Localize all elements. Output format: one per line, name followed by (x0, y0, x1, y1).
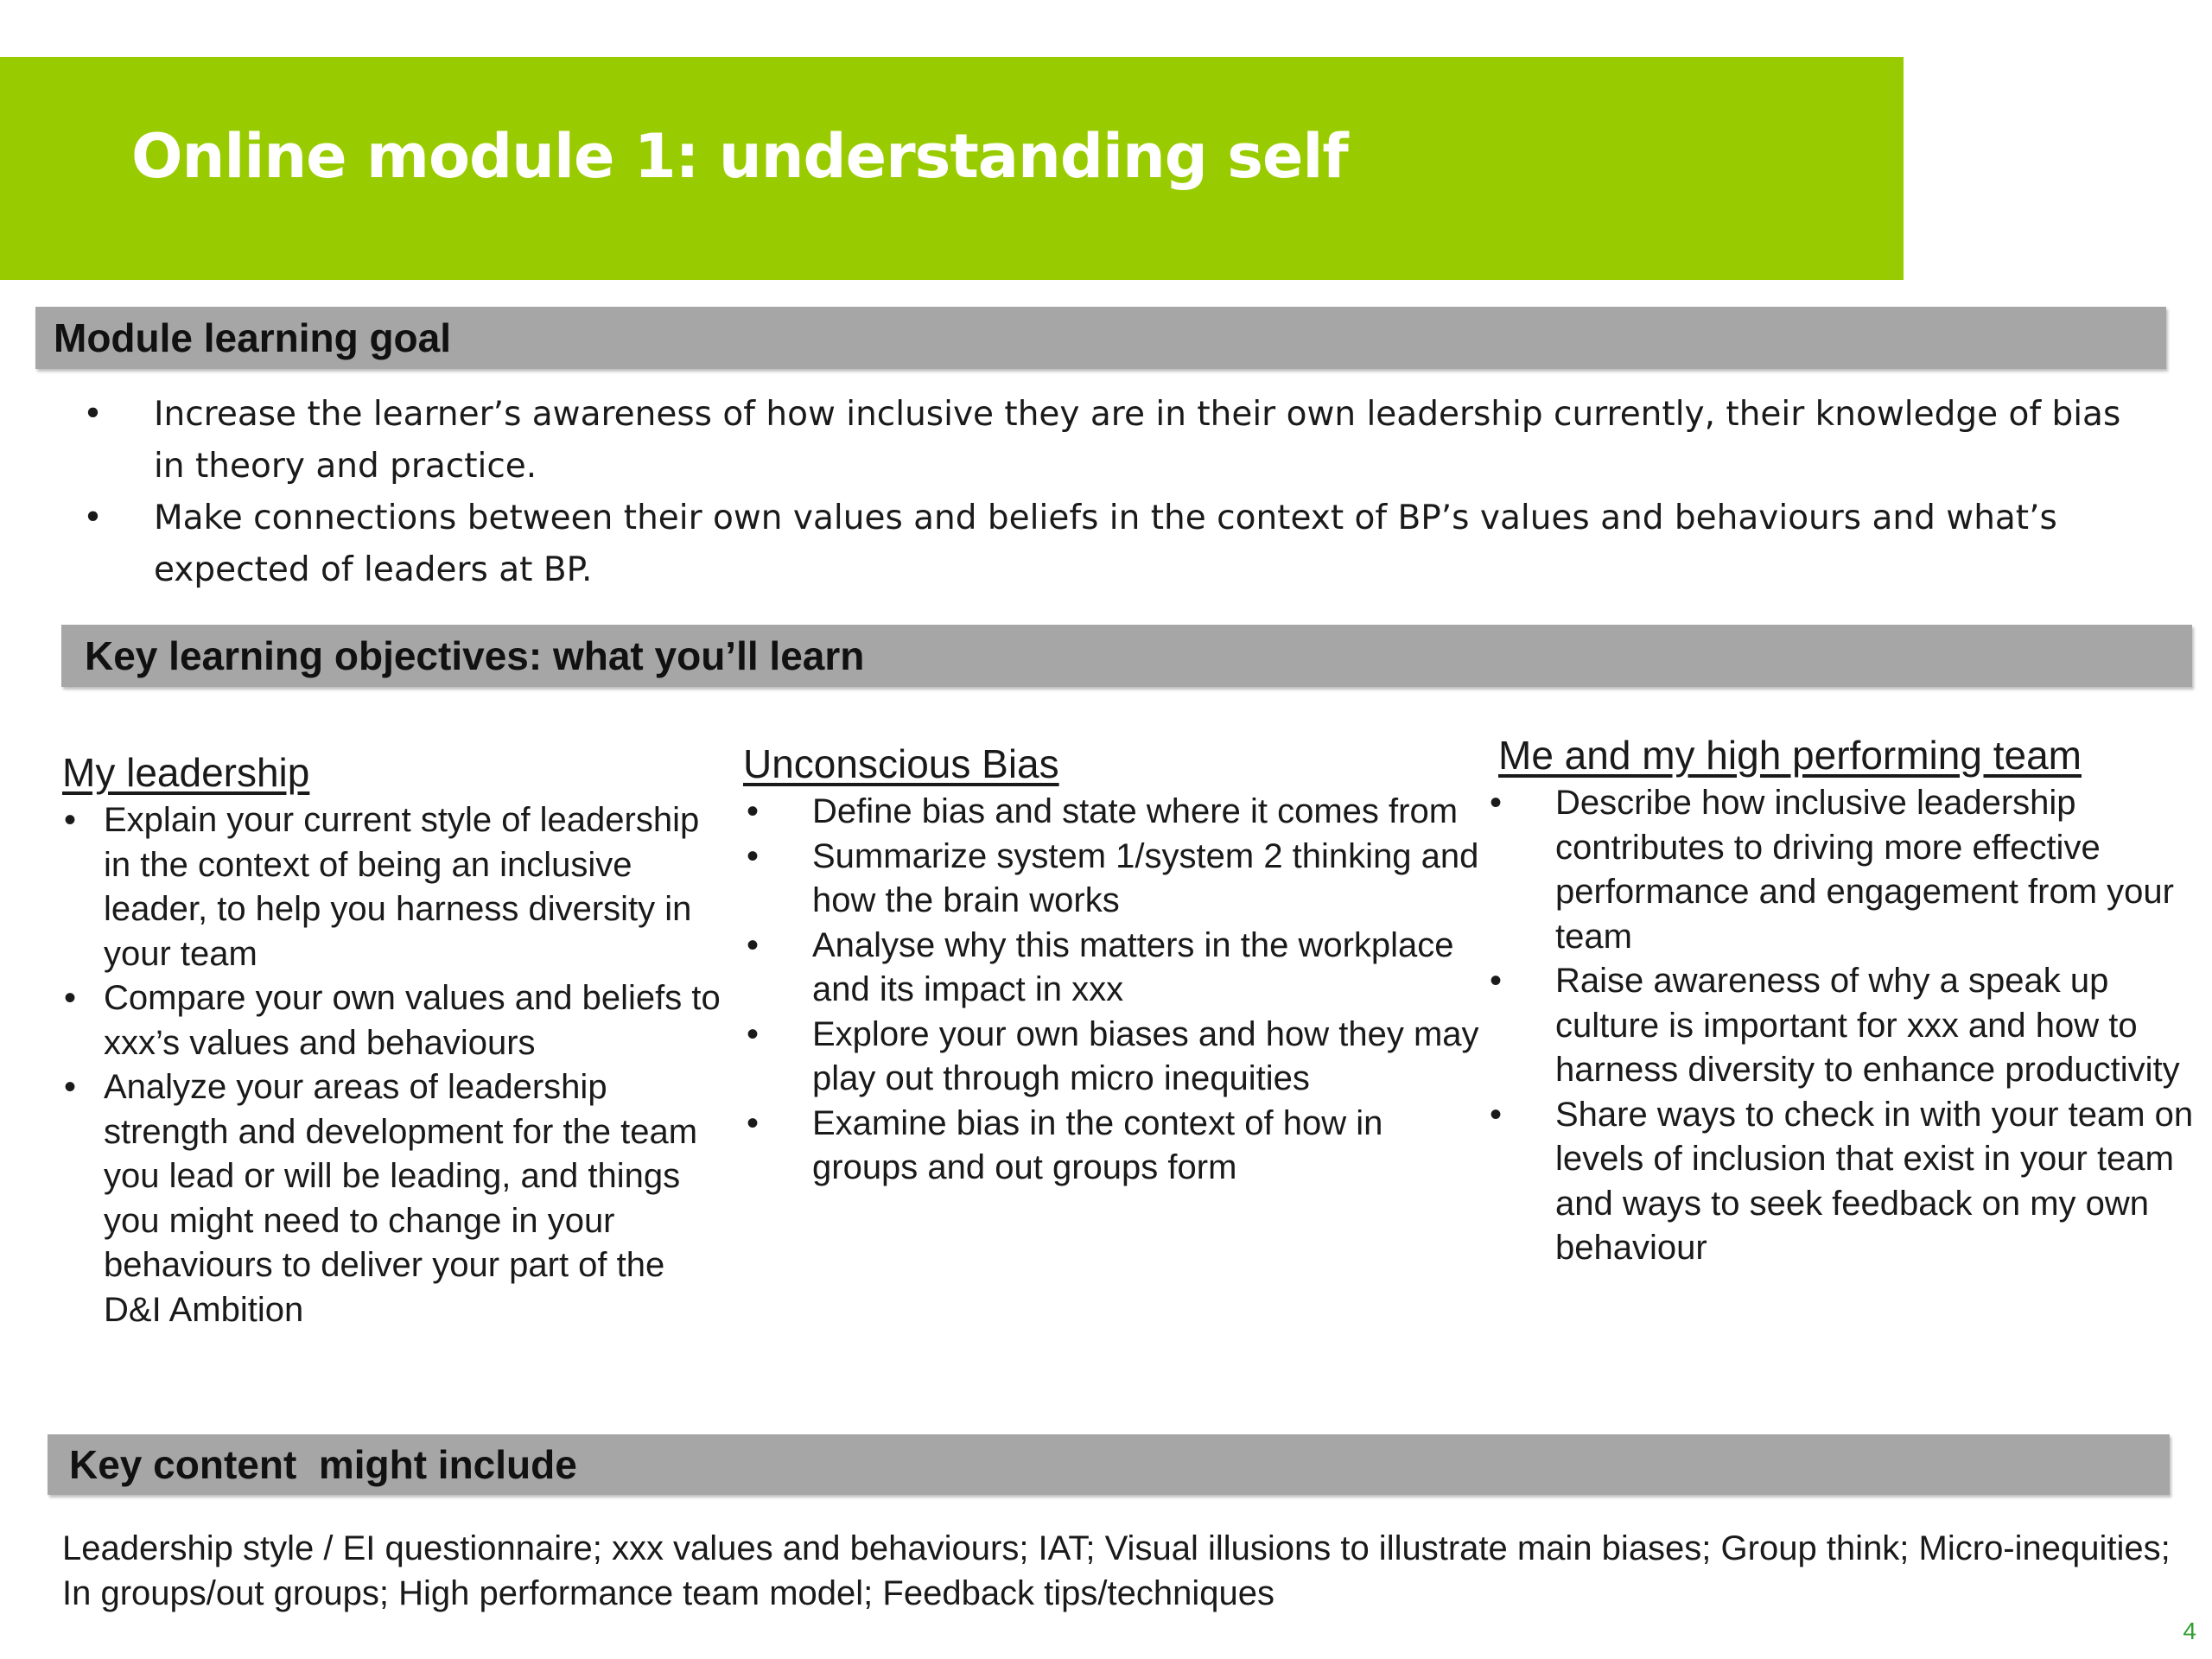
goal-list: Increase the learner’s awareness of how … (76, 389, 2150, 596)
page-number: 4 (2183, 1618, 2196, 1644)
objective-item: Examine bias in the context of how in gr… (743, 1102, 1482, 1191)
content-heading: Key content might include (69, 1442, 577, 1487)
objective-item: Describe how inclusive leadership contri… (1486, 781, 2195, 959)
objectives-column-high-performing-team: Me and my high performing team Describe … (1486, 731, 2195, 1271)
objectives-section-bar (61, 625, 2192, 687)
goal-item: Make connections between their own value… (76, 493, 2150, 596)
objectives-heading: Key learning objectives: what you’ll lea… (85, 633, 865, 678)
objective-item: Analyze your areas of leadership strengt… (62, 1065, 728, 1332)
objective-item: Raise awareness of why a speak up cultur… (1486, 959, 2195, 1093)
goal-item: Increase the learner’s awareness of how … (76, 389, 2150, 493)
objective-list: Explain your current style of leadership… (62, 798, 728, 1332)
objective-item: Define bias and state where it comes fro… (743, 790, 1482, 835)
objectives-column-unconscious-bias: Unconscious Bias Define bias and state w… (743, 740, 1482, 1191)
goal-section-bar (35, 307, 2166, 369)
goal-heading: Module learning goal (54, 315, 452, 360)
objective-item: Share ways to check in with your team on… (1486, 1093, 2195, 1271)
column-heading: Me and my high performing team (1498, 733, 2082, 778)
content-text: Leadership style / EI questionnaire; xxx… (62, 1529, 2171, 1612)
objective-item: Explore your own biases and how they may… (743, 1013, 1482, 1102)
page-title: Online module 1: understanding self (131, 121, 1349, 192)
objective-item: Compare your own values and beliefs to x… (62, 976, 728, 1065)
objective-item: Analyse why this matters in the workplac… (743, 924, 1482, 1013)
column-heading: Unconscious Bias (743, 741, 1059, 786)
objective-item: Summarize system 1/system 2 thinking and… (743, 835, 1482, 924)
column-heading: My leadership (62, 750, 310, 795)
objectives-column-my-leadership: My leadership Explain your current style… (62, 748, 728, 1332)
objective-item: Explain your current style of leadership… (62, 798, 728, 976)
content-section-bar (48, 1434, 2170, 1495)
title-banner (0, 57, 1904, 280)
objective-list: Describe how inclusive leadership contri… (1486, 781, 2195, 1271)
objective-list: Define bias and state where it comes fro… (743, 790, 1482, 1191)
